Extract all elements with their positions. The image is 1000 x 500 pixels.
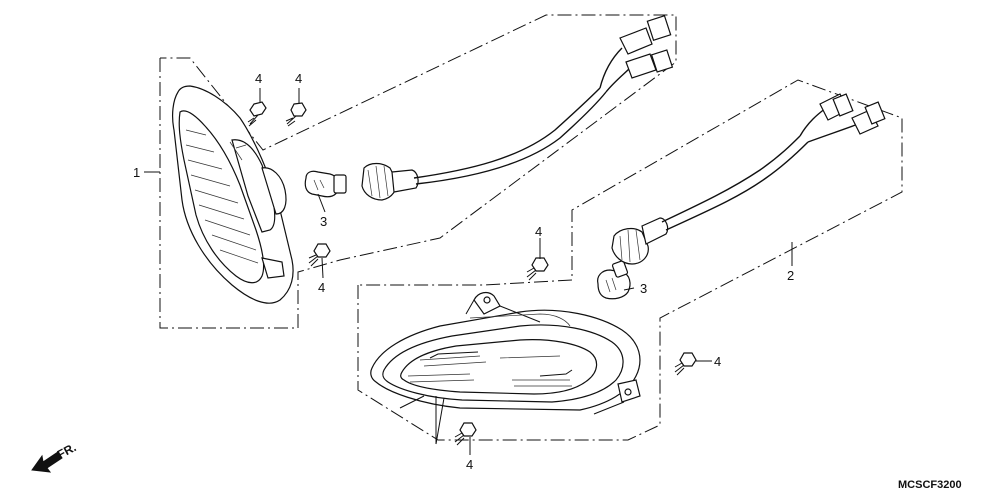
screw-2a <box>526 257 549 281</box>
left-lamp-group-outline <box>159 14 677 329</box>
callout-4-right-top: 4 <box>535 224 542 239</box>
screw-1a <box>247 101 267 127</box>
right-lamp-group-outline <box>357 79 903 441</box>
front-arrow-icon <box>31 451 63 473</box>
screw-1b <box>285 102 307 127</box>
callout-1: 1 <box>133 165 140 180</box>
callout-4-left-top-b: 4 <box>295 71 302 86</box>
right-lamp-unit <box>370 291 641 411</box>
callout-3-right: 3 <box>640 281 647 296</box>
callout-4-left-top-a: 4 <box>255 71 262 86</box>
socket-harness-right <box>611 93 886 265</box>
bulb-left <box>304 170 347 198</box>
callout-4-left-bottom: 4 <box>318 280 325 295</box>
screw-2b <box>674 352 697 376</box>
socket-harness-left <box>361 14 674 201</box>
screw-1c <box>308 243 331 267</box>
callout-4-bottom: 4 <box>466 457 473 472</box>
screw-2c <box>454 422 477 446</box>
callout-2: 2 <box>787 268 794 283</box>
callouts: 1 4 4 3 4 4 2 3 4 4 <box>133 71 794 472</box>
callout-3-left: 3 <box>320 214 327 229</box>
bulb-right <box>597 260 631 300</box>
leader-lines <box>144 88 793 455</box>
front-direction-indicator: FR. <box>31 440 78 473</box>
callout-4-right-side: 4 <box>714 354 721 369</box>
left-lamp-unit <box>172 85 294 304</box>
diagram-code: MCSCF3200 <box>898 479 962 491</box>
